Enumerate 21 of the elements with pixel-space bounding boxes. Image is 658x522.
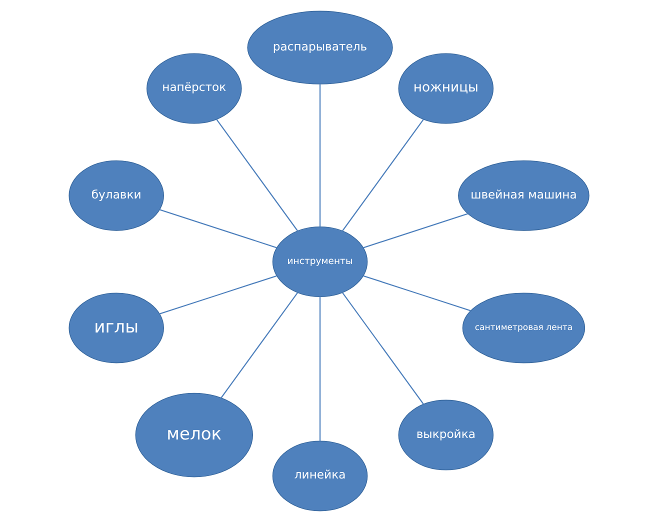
node-ellipse: булавки [68, 160, 164, 231]
connector [319, 296, 321, 442]
connector [220, 292, 298, 398]
connector [319, 84, 321, 227]
connector [216, 118, 298, 232]
connector [342, 292, 424, 405]
connector [160, 209, 277, 248]
node-ellipse: напёрсток [146, 53, 242, 124]
connector [363, 213, 468, 248]
node-ellipse: выкройка [398, 400, 494, 470]
connector [363, 275, 471, 312]
connector [160, 275, 277, 314]
connector [342, 118, 424, 232]
node-ellipse: швейная машина [458, 160, 590, 231]
node-ellipse: ножницы [398, 53, 494, 124]
node-ellipse: сантиметровая лента [462, 292, 586, 364]
node-ellipse: распарыватель [247, 10, 393, 84]
node-ellipse: мелок [135, 392, 254, 478]
node-ellipse: линейка [272, 440, 368, 512]
node-ellipse: инструменты [272, 226, 368, 298]
node-ellipse: иглы [68, 292, 164, 364]
